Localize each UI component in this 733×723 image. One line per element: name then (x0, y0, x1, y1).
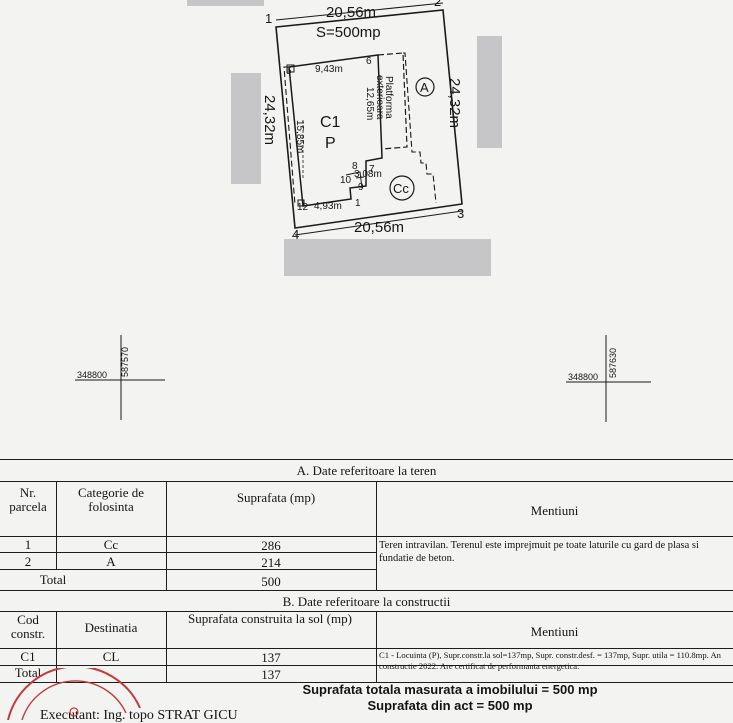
redacted-block-bottom (284, 239, 491, 276)
building-outline (288, 54, 383, 207)
constr-total-label: Total (14, 665, 42, 680)
point-11: 1 (355, 198, 361, 209)
constr-total-value: 137 (261, 667, 281, 682)
red-stamp (7, 668, 141, 720)
constr-row-suprafata: 137 (261, 650, 281, 665)
redacted-block-left (231, 73, 261, 184)
row-1-categorie: Cc (103, 537, 119, 552)
lot-division-line (403, 52, 437, 204)
header-cod-constr: Cod constr. (10, 612, 46, 641)
parcel-boundary (275, 9, 463, 229)
executant-line: Executant: Ing. topo STRAT GICU (40, 708, 238, 723)
platform-label-1: Platforma (383, 76, 394, 119)
inner-left-dimension: 15,85m (294, 120, 305, 153)
header-categorie: Categorie de folosinta (77, 485, 145, 514)
point-7: 7 (369, 164, 375, 175)
header-suprafata: Suprafata (mp) (236, 490, 316, 505)
grid-mark-left: 348800 587570 (75, 335, 165, 420)
section-b-title: B. Date referitoare la constructii (282, 594, 451, 609)
point-9: 9 (358, 182, 364, 193)
platform-label-2: exterioara (374, 75, 385, 120)
header-mentiuni: Mentiuni (530, 503, 579, 518)
zone-cc-circle (389, 175, 415, 201)
corner-4: 4 (292, 227, 299, 242)
cadastral-table: A. Date referitoare la teren Nr. parcela… (0, 459, 733, 723)
grid-x-label: 348800 (77, 370, 107, 380)
row-1-suprafata: 286 (261, 538, 281, 553)
corner-2: 2 (434, 0, 441, 9)
point-6: 6 (366, 56, 372, 67)
header-suprafata-constr: Suprafata construita la sol (mp) (188, 611, 352, 626)
corner-1: 1 (265, 11, 272, 26)
area-label: S=500mp (316, 24, 381, 41)
point-8: 8 (352, 161, 358, 172)
bottom-dimension: 20,56m (354, 219, 404, 236)
row-2-categorie: A (106, 554, 116, 569)
header-nr-parcela: Nr. parcela (9, 485, 47, 514)
point-12: 12 (297, 202, 309, 213)
inner-bottom-dimension: 4,93m (314, 201, 342, 212)
top-dimension: 20,56m (326, 4, 376, 21)
total-value: 500 (261, 574, 281, 589)
row-2-suprafata: 214 (261, 555, 281, 570)
dim-line-top (275, 2, 444, 21)
point-5: 5 (286, 66, 292, 77)
grid-y-label: 587630 (608, 348, 618, 378)
mentiuni-constructii: C1 - Locuinta (P), Supr.constr.la sol=13… (379, 650, 721, 671)
constr-row-cod: C1 (20, 649, 36, 664)
right-dimension: 24,32m (446, 78, 463, 128)
zone-a-circle (415, 77, 435, 97)
grid-x-label: 348800 (568, 372, 598, 382)
zone-cc-label: Cc (393, 181, 409, 196)
building-level: P (325, 135, 336, 152)
corner-3: 3 (457, 206, 464, 221)
redacted-block-right (477, 36, 502, 148)
grid-y-label: 587570 (120, 347, 130, 377)
site-plan: 20,56m S=500mp 20,56m 24,32m 24,32m 1 2 … (261, 0, 464, 242)
row-1-nr: 1 (24, 537, 32, 552)
inner-top-dimension: 9,43m (315, 64, 343, 75)
section-a-title: A. Date referitoare la teren (296, 463, 437, 478)
platform-dimension: 12,65m (364, 87, 375, 120)
zone-a-label: A (420, 80, 429, 95)
building-code: C1 (320, 114, 341, 131)
area-from-deed: Suprafata din act = 500 mp (367, 698, 533, 713)
mentiuni-teren: Teren intravilan. Terenul este imprejmui… (379, 540, 699, 564)
total-measured-area: Suprafata totala masurata a imobilului =… (302, 682, 598, 697)
header-destinatia: Destinatia (84, 620, 138, 635)
total-label: Total (39, 572, 67, 587)
platform-outline (377, 52, 408, 150)
left-dimension: 24,32m (261, 95, 278, 145)
header-mentiuni-b: Mentiuni (530, 624, 579, 639)
redacted-block-top (187, 0, 264, 6)
row-2-nr: 2 (24, 554, 32, 569)
grid-mark-right: 348800 587630 (566, 335, 651, 422)
constr-row-destinatia: CL (102, 649, 120, 664)
inner-mid-dimension: 3,08m (354, 169, 382, 180)
dim-line-bottom (294, 210, 463, 236)
point-10: 10 (340, 175, 352, 186)
